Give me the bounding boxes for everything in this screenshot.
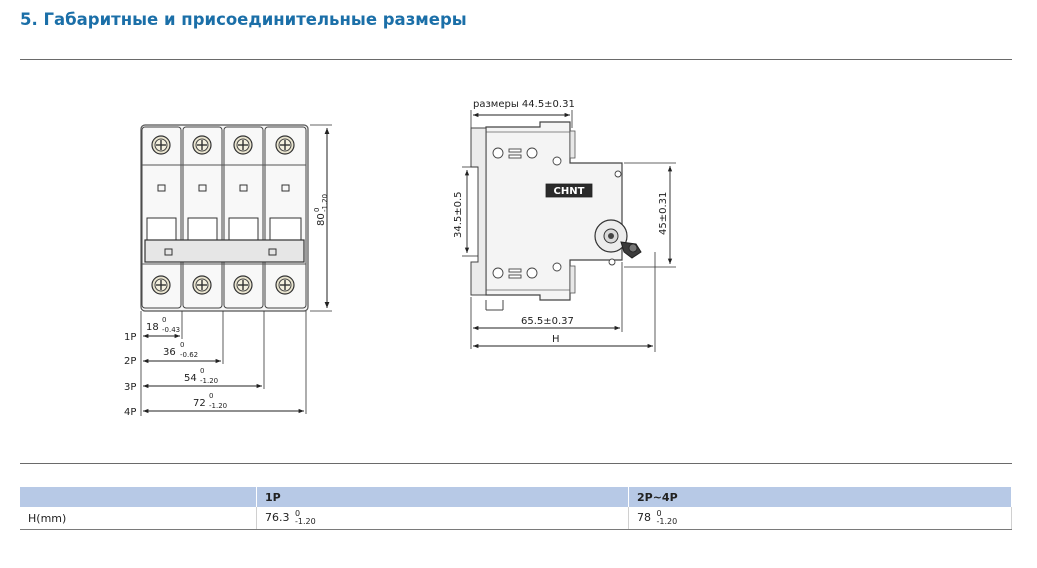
cell-2p-4p-value: 78	[637, 511, 651, 524]
table-row: H(mm) 76.3 0 -1.20 78 0 -1.20	[20, 507, 1012, 530]
dimension-table: 1P 2P~4P H(mm) 76.3 0 -1.20 78 0 -1.20	[20, 487, 1012, 530]
toggle-levers	[146, 217, 302, 243]
side-right-dim: 45±0.31	[658, 192, 669, 235]
dimension-drawing: 80 0 -1.20 1P 2P 3P 4P 18 0 -0.43 36 0 -…	[124, 99, 676, 418]
top-divider	[20, 59, 1012, 60]
width-1p-value: 18	[146, 322, 159, 333]
chnt-logo	[545, 183, 593, 198]
front-height-tol-lower: -1.20	[321, 194, 329, 212]
table-header-blank	[20, 487, 257, 507]
side-left-dim: 34.5±0.5	[453, 191, 464, 238]
front-view: 80 0 -1.20 1P 2P 3P 4P 18 0 -0.43 36 0 -…	[124, 124, 332, 418]
side-overall-dim: H	[552, 334, 560, 345]
cell-1p-tolerance: 0 -1.20	[295, 510, 316, 526]
page-title: 5. Габаритные и присоединительные размер…	[20, 10, 467, 29]
row-label: H(mm)	[20, 507, 257, 530]
width-3p-tol-upper: 0	[200, 367, 204, 375]
width-4p-value: 72	[193, 398, 206, 409]
table-header-row: 1P 2P~4P	[20, 487, 1012, 507]
width-1p-tol-upper: 0	[162, 316, 166, 324]
width-2p-tol-lower: -0.62	[180, 351, 198, 359]
width-1p-tol-lower: -0.43	[162, 326, 180, 334]
cell-1p-tol-upper: 0	[295, 509, 301, 518]
width-3p-value: 54	[184, 373, 197, 384]
side-view: размеры 44.5±0.31	[453, 99, 676, 352]
side-body	[485, 121, 623, 301]
vent-slots	[508, 148, 522, 279]
width-4p-tol-lower: -1.20	[209, 402, 227, 410]
cell-1p-tol-lower: -1.20	[295, 517, 316, 526]
table-header-1p: 1P	[256, 487, 629, 507]
cell-2p-4p: 78 0 -1.20	[628, 507, 1012, 530]
din-clip	[470, 127, 487, 296]
chnt-logo-text: CHNT	[554, 186, 585, 197]
cell-2p-4p-tol-upper: 0	[656, 509, 662, 518]
pole-label-4p: 4P	[124, 407, 136, 418]
width-2p-tol-upper: 0	[180, 341, 184, 349]
pole-label-1p: 1P	[124, 332, 136, 343]
width-3p-tol-lower: -1.20	[200, 377, 218, 385]
width-2p-value: 36	[163, 347, 176, 358]
pole-label-3p: 3P	[124, 382, 136, 393]
handle-tie-bar	[144, 239, 305, 263]
front-height-value: 80	[316, 213, 327, 226]
table-header-2p-4p: 2P~4P	[628, 487, 1012, 507]
front-height-tol-upper: 0	[313, 208, 321, 212]
mid-divider	[20, 463, 1012, 464]
cell-2p-4p-tolerance: 0 -1.20	[657, 510, 678, 526]
pole-label-2p: 2P	[124, 356, 136, 367]
side-top-dim: размеры 44.5±0.31	[473, 99, 575, 110]
cell-1p: 76.3 0 -1.20	[256, 507, 629, 530]
width-4p-tol-upper: 0	[209, 392, 213, 400]
side-bottom-dim: 65.5±0.37	[521, 316, 574, 327]
cell-1p-value: 76.3	[265, 511, 290, 524]
cell-2p-4p-tol-lower: -1.20	[656, 517, 678, 526]
indicator-windows	[157, 184, 290, 192]
